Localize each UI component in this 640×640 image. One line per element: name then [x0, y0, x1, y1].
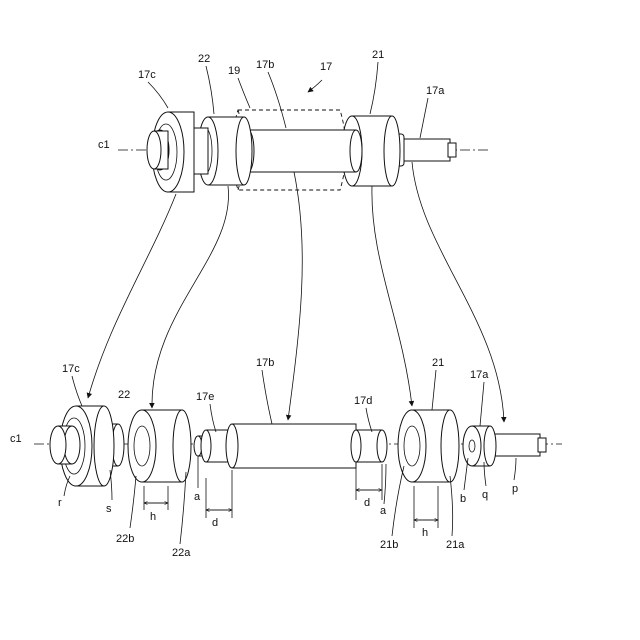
label-top-21: 21 [372, 49, 384, 61]
label-bot-q: q [482, 489, 488, 501]
arrow-22 [152, 186, 229, 408]
label-top-17b: 17b [256, 59, 274, 71]
leader-bot-b [464, 458, 468, 490]
explode-arrows [88, 162, 504, 422]
label-top-c1: c1 [98, 139, 110, 151]
leader-top-17a [420, 98, 428, 138]
label-bot-17a: 17a [470, 369, 489, 381]
label-bot-17d: 17d [354, 395, 372, 407]
part-21 [398, 410, 459, 482]
leader-bot-17a [480, 382, 484, 426]
label-bot-17b: 17b [256, 357, 274, 369]
label-bot-h-left: h [150, 511, 156, 523]
label-bot-17e: 17e [196, 391, 214, 403]
shaft-17a-top [400, 139, 450, 161]
label-bot-21b: 21b [380, 539, 398, 551]
label-bot-22a: 22a [172, 547, 191, 559]
label-bot-21: 21 [432, 357, 444, 369]
label-top-22: 22 [198, 53, 210, 65]
label-bot-c1: c1 [10, 433, 22, 445]
label-bot-h-right: h [422, 527, 428, 539]
leader-top-19 [238, 78, 250, 108]
leader-top-17b [268, 72, 286, 128]
arrow-17a [412, 162, 504, 422]
arrow-21 [372, 186, 412, 406]
assembly-17-arrow [308, 80, 322, 92]
part-17b [194, 424, 387, 468]
arrow-17b [288, 172, 302, 420]
label-bot-21a: 21a [446, 539, 465, 551]
exploded-parts [34, 370, 562, 544]
label-bot-d-left: d [212, 517, 218, 529]
label-top-17c: 17c [138, 69, 156, 81]
roller-17b-right-face [350, 130, 362, 172]
leader-bot-21a [450, 476, 453, 536]
roller-17b-top [248, 130, 356, 172]
label-top-17a: 17a [426, 85, 445, 97]
leader-bot-22a [180, 472, 186, 544]
leader-bot-17b [262, 370, 272, 424]
part-17a [463, 426, 546, 466]
endcap-17c-boss-face [147, 131, 161, 169]
leader-bot-17d [366, 408, 372, 432]
part-22 [128, 410, 191, 482]
label-bot-p: p [512, 483, 518, 495]
label-bot-22: 22 [118, 389, 130, 401]
label-bot-a-left: a [194, 491, 201, 503]
bearing-22-right-face [236, 117, 252, 185]
label-bot-b: b [460, 493, 466, 505]
label-bot-d-right: d [364, 497, 370, 509]
leader-bot-21 [432, 370, 436, 410]
bearing-21-right-face [384, 116, 400, 186]
arrow-17c [88, 194, 176, 398]
label-bot-a-right: a [380, 505, 387, 517]
leader-bot-21b [392, 466, 404, 536]
label-bot-17c: 17c [62, 363, 80, 375]
label-bot-r: r [58, 497, 62, 509]
leader-top-17c [148, 82, 168, 108]
leader-bot-22b [130, 476, 136, 528]
assembled-roller [118, 62, 490, 192]
label-bot-s: s [106, 503, 112, 515]
leader-bot-a-right [384, 464, 386, 504]
leader-top-21 [370, 62, 378, 114]
leader-bot-17e [210, 404, 216, 432]
leader-bot-p [514, 458, 516, 480]
label-top-17: 17 [320, 61, 332, 73]
shaft-17a-tip-top [448, 143, 456, 157]
leader-top-22 [206, 66, 214, 114]
label-top-19: 19 [228, 65, 240, 77]
part-17c [50, 406, 124, 486]
label-bot-22b: 22b [116, 533, 134, 545]
leader-bot-17c [72, 376, 82, 406]
